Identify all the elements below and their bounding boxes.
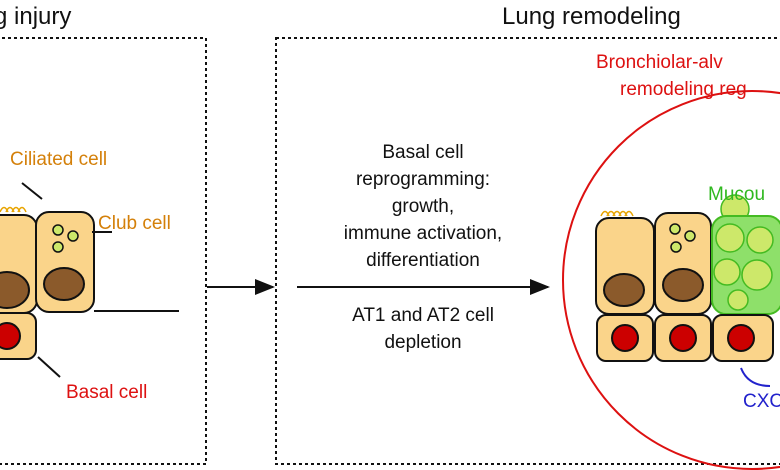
basal-cell-nucleus: [727, 324, 755, 352]
basal-cell-nucleus: [611, 324, 639, 352]
ciliated-cell-label: Ciliated cell: [10, 149, 107, 170]
club-cell-granule: [684, 230, 696, 242]
center-upper-line: immune activation,: [344, 223, 502, 244]
center-upper-line: growth,: [392, 196, 454, 217]
mucous-granule: [727, 289, 749, 311]
right-cell-group: [595, 194, 780, 387]
ciliated-cell-nucleus: [603, 273, 645, 307]
club-cell-granule: [670, 241, 682, 253]
left-cell-group: [0, 182, 179, 378]
club-cell-label: Club cell: [98, 213, 171, 234]
left-panel-title: g injury: [0, 3, 71, 30]
mucous-cell-label: Mucou: [708, 184, 765, 205]
ciliated-cell-cilia: [0, 206, 27, 213]
center-lower-line: depletion: [384, 332, 461, 353]
club-cell-granule: [669, 223, 681, 235]
club-cell-granule: [67, 230, 79, 242]
basal-cell-label: Basal cell: [66, 382, 147, 403]
club-cell-granule: [52, 224, 64, 236]
cxc-label: CXC: [743, 391, 780, 412]
ciliated-pointer-line: [21, 182, 43, 200]
right-panel-frame: [275, 37, 780, 465]
basal-cell-nucleus: [0, 322, 21, 350]
club-cell-nucleus: [662, 268, 704, 302]
basal-pointer-line: [37, 356, 61, 378]
left-panel-frame: [0, 37, 207, 465]
ciliated-cell-nucleus: [0, 271, 30, 309]
mucous-granule: [746, 226, 774, 254]
cxc-bracket: [740, 367, 771, 387]
center-upper-line: differentiation: [366, 250, 480, 271]
center-lower-line: AT1 and AT2 cell: [352, 305, 494, 326]
club-cell-granule: [52, 241, 64, 253]
right-panel-title: Lung remodeling: [502, 3, 681, 30]
mucous-granule: [713, 258, 741, 286]
mucous-granule: [741, 259, 773, 291]
center-text-block: Basal cell reprogramming: growth, immune…: [297, 142, 550, 353]
mucous-granule: [715, 223, 745, 253]
ciliated-cell-cilia: [600, 210, 634, 217]
remodeling-region-circle: [562, 90, 780, 470]
center-upper-line: reprogramming:: [356, 169, 490, 190]
basal-cell-nucleus: [669, 324, 697, 352]
region-label-line2: remodeling reg: [620, 79, 747, 100]
region-label-line1: Bronchiolar-alv: [596, 52, 723, 73]
center-upper-line: Basal cell: [382, 142, 463, 163]
club-cell-nucleus: [43, 267, 85, 301]
